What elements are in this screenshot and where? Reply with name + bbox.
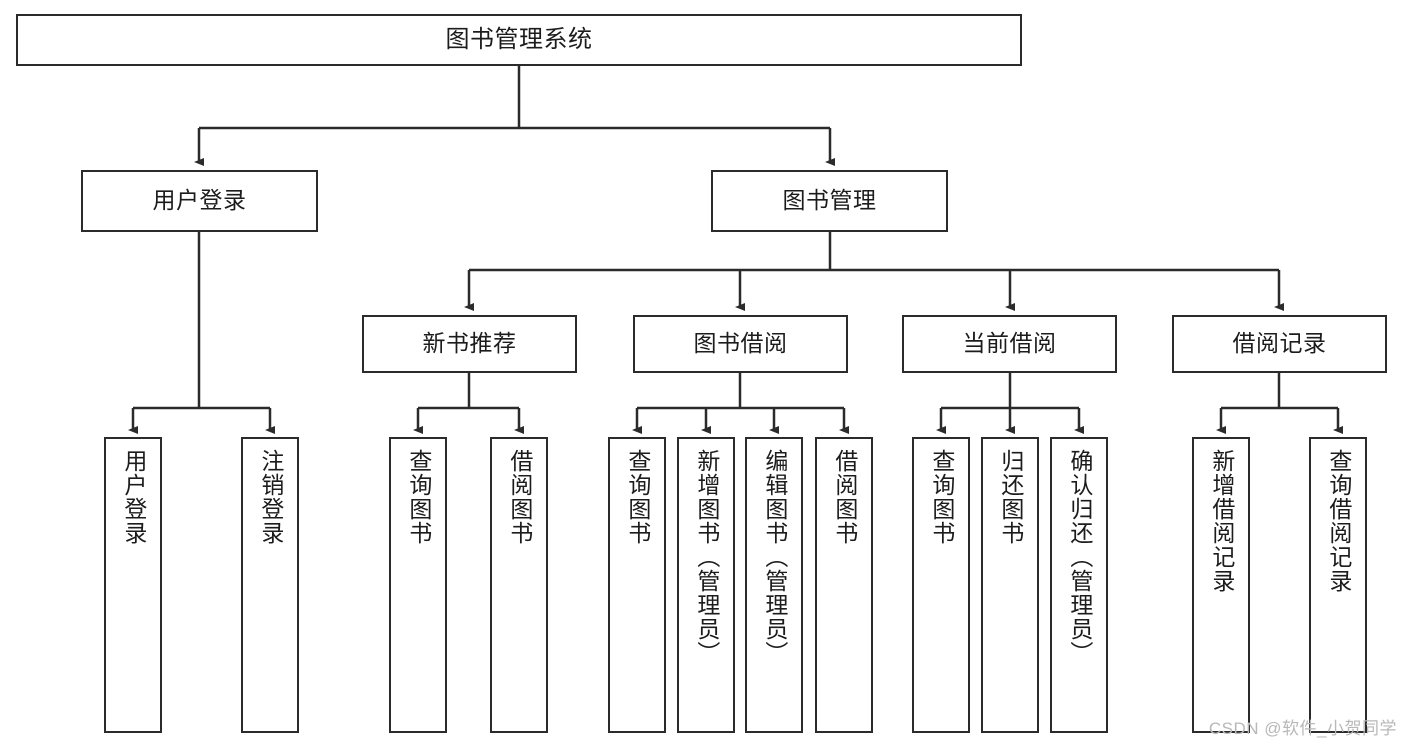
node-root-system[interactable]: 图书管理系统 (16, 14, 1022, 66)
leaf-query-book-newbook[interactable]: 查询图书 (389, 437, 447, 733)
leaf-label: 查询图书 (928, 449, 955, 545)
leaf-query-book-current[interactable]: 查询图书 (912, 437, 970, 733)
node-book-management[interactable]: 图书管理 (711, 170, 948, 232)
leaf-label: 新增借阅记录 (1208, 449, 1235, 593)
node-label: 用户登录 (152, 187, 247, 214)
node-borrow-record[interactable]: 借阅记录 (1172, 315, 1387, 373)
leaf-query-borrow-record[interactable]: 查询借阅记录 (1309, 437, 1367, 733)
leaf-user-login[interactable]: 用户登录 (104, 437, 162, 733)
node-label: 图书管理系统 (445, 25, 593, 53)
leaf-borrow-book-newbook[interactable]: 借阅图书 (490, 437, 548, 733)
watermark-text: CSDN @软件_小贺同学 (1208, 719, 1397, 738)
leaf-label: 编辑图书（管理员） (761, 449, 788, 665)
node-user-login[interactable]: 用户登录 (81, 170, 318, 232)
node-label: 新书推荐 (422, 330, 517, 357)
leaf-label: 用户登录 (120, 449, 147, 545)
leaf-add-book-admin[interactable]: 新增图书（管理员） (677, 437, 735, 733)
leaf-logout[interactable]: 注销登录 (241, 437, 299, 733)
leaf-label: 查询图书 (624, 449, 651, 545)
leaf-confirm-return-admin[interactable]: 确认归还（管理员） (1050, 437, 1108, 733)
leaf-label: 查询图书 (405, 449, 432, 545)
node-book-borrow[interactable]: 图书借阅 (633, 315, 848, 373)
node-label: 当前借阅 (962, 330, 1057, 357)
leaf-label: 注销登录 (257, 449, 284, 545)
node-new-book-recommend[interactable]: 新书推荐 (362, 315, 577, 373)
node-label: 图书管理 (782, 187, 877, 214)
leaf-add-borrow-record[interactable]: 新增借阅记录 (1192, 437, 1250, 733)
node-label: 借阅记录 (1232, 330, 1327, 357)
leaf-label: 查询借阅记录 (1325, 449, 1352, 593)
leaf-label: 确认归还（管理员） (1066, 449, 1093, 665)
node-current-borrow[interactable]: 当前借阅 (902, 315, 1117, 373)
leaf-return-book[interactable]: 归还图书 (981, 437, 1039, 733)
leaf-query-book-borrow[interactable]: 查询图书 (608, 437, 666, 733)
leaf-label: 借阅图书 (506, 449, 533, 545)
leaf-label: 新增图书（管理员） (693, 449, 720, 665)
node-label: 图书借阅 (693, 330, 788, 357)
leaf-edit-book-admin[interactable]: 编辑图书（管理员） (745, 437, 803, 733)
leaf-label: 借阅图书 (831, 449, 858, 545)
leaf-borrow-book[interactable]: 借阅图书 (815, 437, 873, 733)
leaf-label: 归还图书 (997, 449, 1024, 545)
